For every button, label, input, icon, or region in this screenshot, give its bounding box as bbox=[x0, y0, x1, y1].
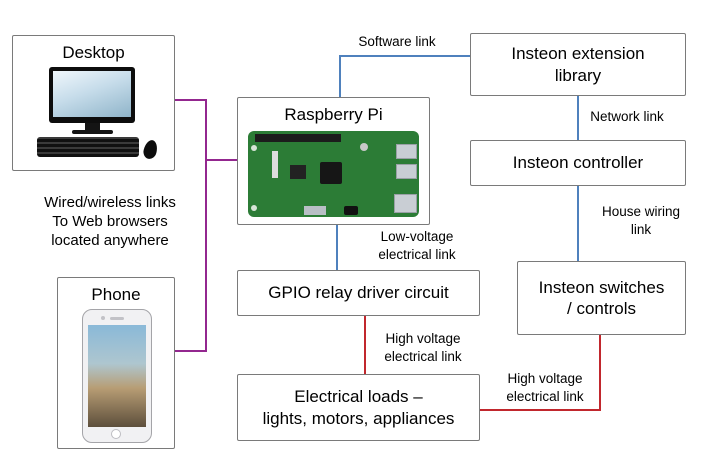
edge-label-network-link: Network link bbox=[590, 109, 664, 124]
edge-label-low-voltage-link: Low-voltage electrical link bbox=[378, 229, 456, 262]
node-insteon-switches-label: Insteon switches / controls bbox=[538, 277, 665, 318]
edge-controller-to-switches bbox=[577, 185, 579, 262]
mouse-icon bbox=[141, 138, 160, 161]
pi-capacitor bbox=[360, 143, 368, 151]
pi-soc-chip bbox=[320, 162, 342, 184]
edge-hub-to-raspberry-pi bbox=[207, 159, 238, 161]
edge-library-to-controller bbox=[577, 95, 579, 141]
edge-switches-to-loads-vertical bbox=[599, 334, 601, 411]
edge-phone-to-hub bbox=[175, 350, 207, 352]
pi-mounting-hole bbox=[251, 145, 257, 151]
node-insteon-controller-label: Insteon controller bbox=[512, 153, 644, 173]
pi-usb-port bbox=[396, 164, 417, 179]
pi-ram-chip bbox=[290, 165, 306, 179]
node-insteon-extension-library-label: Insteon extension library bbox=[511, 44, 645, 85]
edge-pi-to-library-horizontal bbox=[339, 55, 471, 57]
edge-pi-to-gpio bbox=[336, 224, 338, 271]
node-gpio-relay-driver-label: GPIO relay driver circuit bbox=[268, 283, 449, 303]
edge-gpio-to-loads bbox=[364, 315, 366, 375]
phone-home-button bbox=[111, 429, 121, 439]
node-phone-label: Phone bbox=[91, 285, 141, 304]
pi-gpio-header bbox=[255, 134, 341, 142]
pi-hdmi-port bbox=[304, 206, 326, 215]
node-electrical-loads: Electrical loads – lights, motors, appli… bbox=[237, 374, 480, 441]
phone-screen bbox=[88, 325, 146, 427]
pi-ribbon-connector bbox=[272, 151, 278, 178]
monitor-icon bbox=[49, 67, 135, 123]
node-raspberry-pi-label: Raspberry Pi bbox=[284, 105, 383, 124]
desktop-computer-icon bbox=[13, 36, 174, 170]
edge-web-trunk bbox=[205, 99, 207, 352]
node-insteon-extension-library: Insteon extension library bbox=[470, 33, 686, 96]
edge-label-high-voltage-link-right: High voltage electrical link bbox=[506, 371, 584, 404]
pi-ethernet-port bbox=[394, 194, 417, 213]
node-insteon-controller: Insteon controller bbox=[470, 140, 686, 186]
pi-usb-port bbox=[396, 144, 417, 159]
pi-mounting-hole bbox=[251, 205, 257, 211]
monitor-screen bbox=[53, 71, 131, 117]
edge-pi-to-library-vertical bbox=[339, 55, 341, 98]
node-insteon-switches: Insteon switches / controls bbox=[517, 261, 686, 335]
node-raspberry-pi: Raspberry Pi bbox=[237, 97, 430, 225]
raspberry-pi-board-icon bbox=[238, 98, 429, 224]
phone-camera bbox=[101, 316, 105, 320]
pi-audio-jack bbox=[344, 206, 358, 215]
keyboard-icon bbox=[37, 137, 139, 157]
edge-switches-to-loads-horizontal bbox=[480, 409, 601, 411]
node-phone: Phone bbox=[57, 277, 175, 449]
monitor-stand bbox=[85, 123, 100, 130]
phone-body bbox=[82, 309, 152, 443]
node-gpio-relay-driver: GPIO relay driver circuit bbox=[237, 270, 480, 316]
pi-board bbox=[248, 131, 419, 217]
edge-label-software-link: Software link bbox=[358, 34, 436, 49]
node-desktop-label: Desktop bbox=[62, 43, 125, 62]
smartphone-icon bbox=[58, 278, 174, 448]
edge-label-house-wiring-link: House wiring link bbox=[601, 204, 681, 237]
web-links-annotation: Wired/wireless links To Web browsers loc… bbox=[44, 194, 176, 249]
edge-desktop-to-hub bbox=[175, 99, 207, 101]
edge-label-high-voltage-link-left: High voltage electrical link bbox=[384, 331, 462, 364]
node-electrical-loads-label: Electrical loads – lights, motors, appli… bbox=[262, 387, 455, 428]
monitor-base bbox=[72, 130, 113, 134]
phone-speaker bbox=[110, 317, 124, 320]
node-desktop: Desktop bbox=[12, 35, 175, 171]
